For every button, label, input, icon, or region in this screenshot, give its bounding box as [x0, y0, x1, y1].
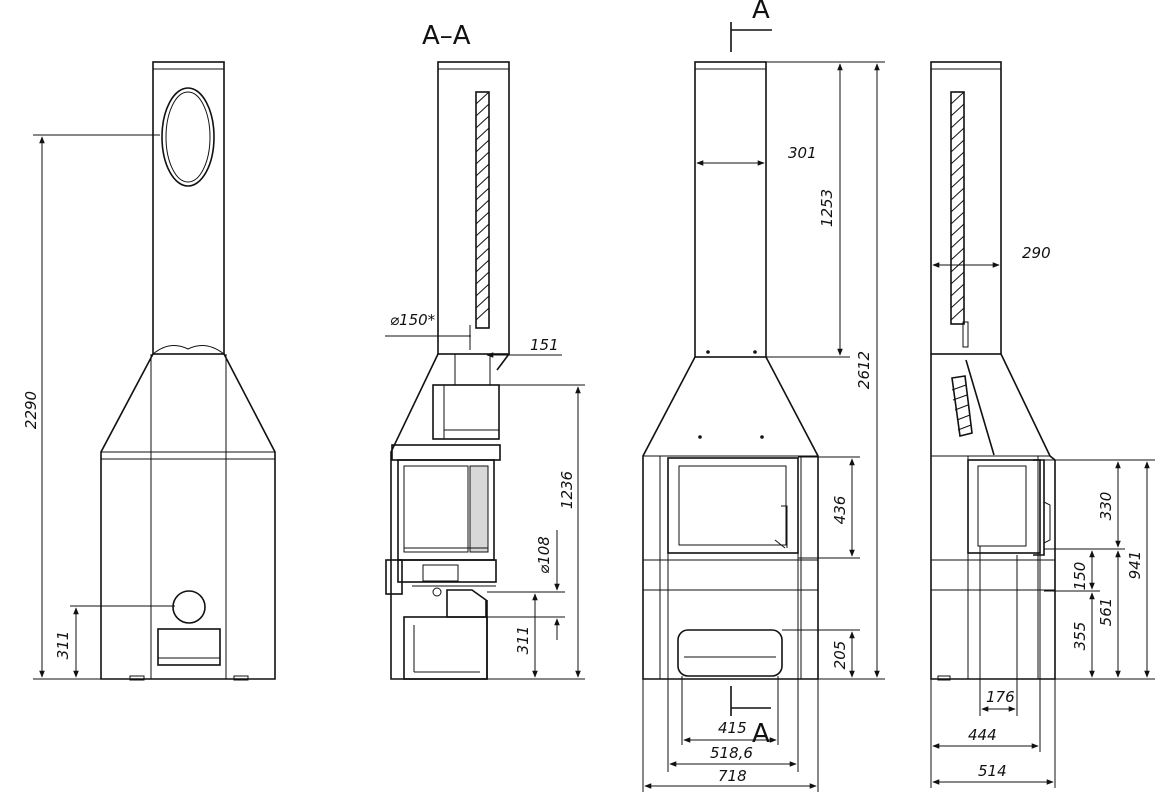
flue-opening: [161, 87, 215, 187]
cut-mark-top: A: [752, 0, 770, 25]
flue-box: [432, 384, 500, 440]
dim-718: 718: [718, 767, 747, 785]
dim-301: 301: [788, 144, 817, 162]
dim-518-6: 518,6: [710, 744, 753, 762]
side-view: 290 330 150 561 355 941 176 444 514: [930, 61, 1155, 788]
air-inlet: [172, 590, 206, 624]
convection-fins: [475, 91, 490, 329]
dim-section-311: 311: [514, 626, 532, 655]
dim-1253: 1253: [818, 189, 836, 227]
dim-330: 330: [1097, 492, 1115, 521]
ash-door: [157, 628, 221, 666]
air-duct: [446, 589, 487, 618]
dim-1236: 1236: [558, 471, 576, 509]
fire-door: [667, 457, 799, 554]
dim-176: 176: [986, 688, 1015, 706]
front-view: 2290 311: [22, 61, 276, 681]
dim-151: 151: [530, 336, 559, 354]
dim-561: 561: [1097, 598, 1115, 627]
cut-mark-bottom: A: [752, 719, 770, 749]
chimney-outline: [152, 61, 225, 355]
dim-415: 415: [718, 719, 747, 737]
ash-pan-opening: [677, 629, 783, 677]
dim-d108: ⌀108: [535, 536, 553, 574]
side-convection-fins: [950, 91, 965, 325]
section-title: A–A: [422, 21, 471, 51]
dim-front-2290: 2290: [22, 391, 40, 429]
dim-444: 444: [968, 726, 997, 744]
dim-514: 514: [978, 762, 1007, 780]
dim-front-311: 311: [54, 631, 72, 660]
dim-436: 436: [831, 496, 849, 525]
dim-290: 290: [1022, 244, 1051, 262]
dim-d150: ⌀150*: [390, 311, 436, 329]
dim-2612: 2612: [855, 351, 873, 389]
dim-205: 205: [831, 641, 849, 670]
dim-941: 941: [1126, 551, 1144, 580]
section-view: A–A ⌀150* 151 1236: [385, 21, 585, 680]
elevation-view: A A 301 1253 2612 436 205: [642, 0, 885, 792]
dim-150: 150: [1071, 562, 1089, 591]
dim-355: 355: [1071, 622, 1089, 651]
